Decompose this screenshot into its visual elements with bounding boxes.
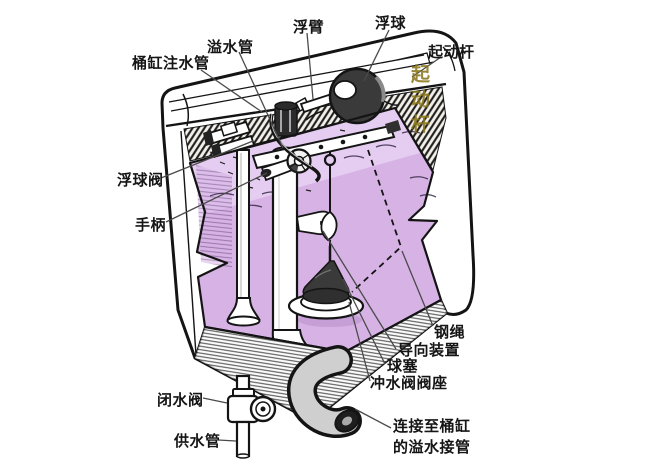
label-flush-valve-seat: 冲水阀阀座 [370, 374, 448, 392]
float-valve-part [203, 96, 321, 183]
label-ball-plug: 球塞 [387, 357, 419, 375]
outlet-elbow [286, 345, 362, 438]
supply-pipe-part [235, 420, 251, 459]
label-overflow-pipe: 溢水管 [207, 38, 254, 56]
label-overflow-connection: 连接至桶缸 的溢水接管 [393, 417, 471, 456]
shutoff-valve-part [226, 374, 277, 424]
label-guide-device: 导向装置 [398, 341, 461, 359]
label-steel-wire: 钢绳 [434, 323, 466, 341]
ball-plug-part [302, 246, 350, 305]
watermark-vertical-text: 起动杆 [408, 64, 430, 139]
label-shutoff-valve: 闭水阀 [157, 391, 204, 409]
steel-wire-part [351, 149, 403, 293]
label-float-ball-valve: 浮球阀 [117, 171, 164, 189]
float-ball-part [305, 67, 400, 125]
label-float-ball: 浮球 [375, 14, 407, 32]
label-bowl-fill-tube: 桶缸注水管 [132, 54, 210, 72]
label-trigger-lever: 起动杆 [428, 43, 475, 61]
label-float-arm: 浮臂 [293, 18, 325, 36]
supply-pipe-inner [226, 149, 261, 327]
label-supply-pipe: 供水管 [174, 432, 221, 450]
leader-lines [160, 29, 442, 442]
label-handle: 手柄 [135, 216, 167, 234]
